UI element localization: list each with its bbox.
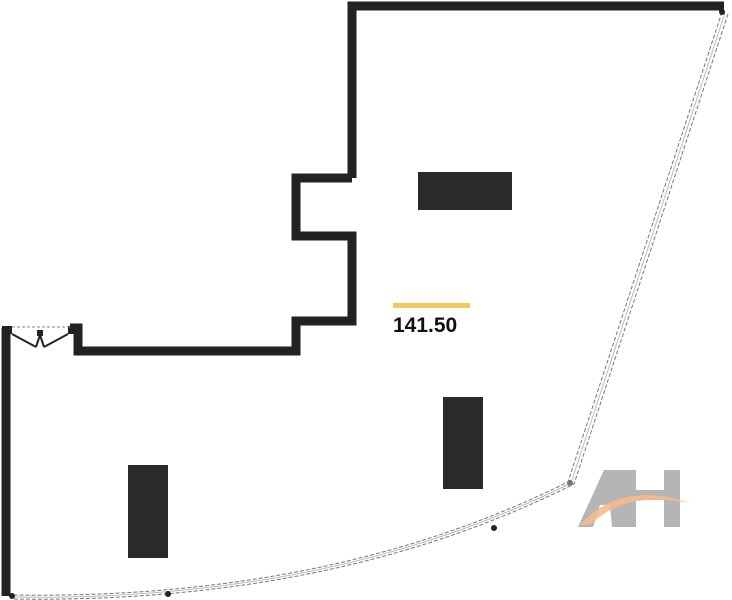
glazing-mullions xyxy=(9,9,725,599)
column xyxy=(443,397,483,489)
exterior-wall xyxy=(347,1,724,178)
glazed-wall xyxy=(11,11,729,600)
double-door xyxy=(11,326,70,348)
area-marker xyxy=(393,303,470,308)
column xyxy=(418,172,512,210)
ah-logo xyxy=(578,470,690,527)
column xyxy=(128,465,168,558)
wall-notch xyxy=(70,173,357,356)
area-label: 141.50 xyxy=(393,314,458,337)
